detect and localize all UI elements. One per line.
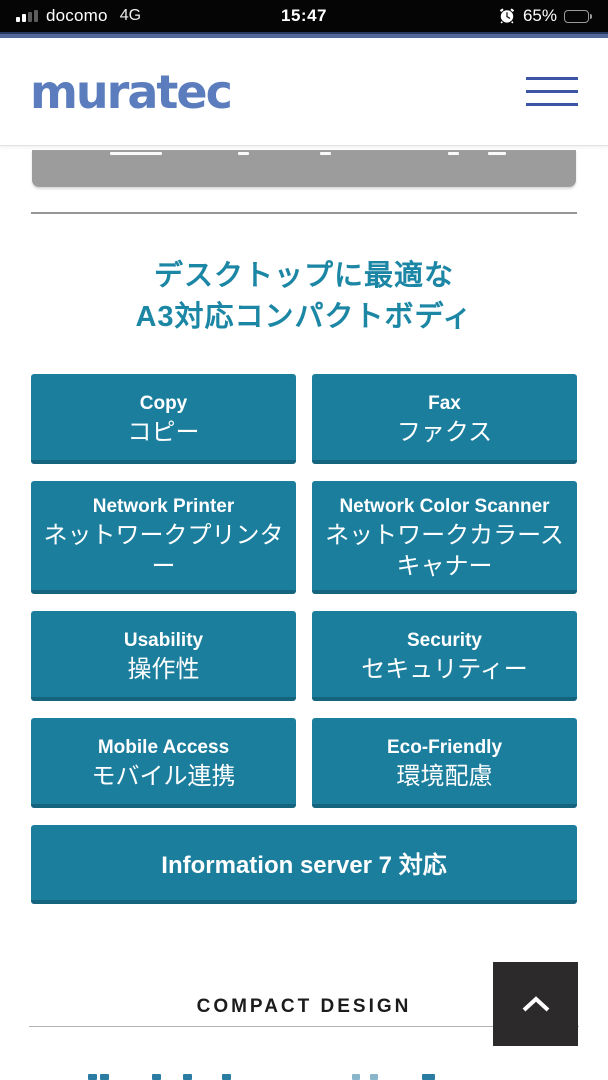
clock-time: 15:47 [281, 6, 327, 25]
section-divider [31, 212, 577, 214]
status-bar: docomo 4G 15:47 65% [0, 0, 608, 32]
feature-label-ja: 操作性 [127, 656, 200, 683]
hamburger-menu-button[interactable] [526, 73, 578, 110]
feature-label-ja: セキュリティー [361, 656, 528, 683]
feature-button-usability[interactable]: Usability 操作性 [31, 611, 296, 701]
feature-label-en: Eco-Friendly [386, 737, 503, 758]
muratec-logo[interactable]: muratec [30, 64, 233, 119]
compact-design-title: COMPACT DESIGN [196, 996, 412, 1017]
hamburger-line [526, 77, 578, 80]
feature-button-fax[interactable]: Fax ファクス [312, 374, 577, 464]
network-type-label: 4G [119, 7, 142, 24]
feature-button-mobile-access[interactable]: Mobile Access モバイル連携 [31, 718, 296, 808]
feature-button-security[interactable]: Security セキュリティー [312, 611, 577, 701]
feature-button-eco-friendly[interactable]: Eco-Friendly 環境配慮 [312, 718, 577, 808]
carrier-label: docomo [46, 6, 108, 25]
clipped-gray-button[interactable] [32, 150, 576, 187]
feature-label-en: Security [407, 630, 482, 651]
clipped-text-fragment [320, 152, 331, 155]
feature-button-network-color-scanner[interactable]: Network Color Scanner ネットワークカラースキャナー [312, 481, 577, 594]
heading-line-2: A3対応コンパクトボディ [135, 301, 473, 333]
clipped-text-fragment [448, 152, 459, 155]
clipped-text-fragment [238, 152, 249, 155]
compact-design-divider [29, 1026, 579, 1027]
feature-label-en: Fax [428, 393, 461, 414]
feature-button-copy[interactable]: Copy コピー [31, 374, 296, 464]
feature-section-heading: デスクトップに最適な A3対応コンパクトボディ [0, 256, 608, 338]
information-server-button[interactable]: Information server 7 対応 [31, 825, 577, 904]
feature-label-ja: ファクス [396, 419, 493, 446]
scroll-to-top-button[interactable] [493, 962, 578, 1046]
feature-button-network-printer[interactable]: Network Printer ネットワークプリンター [31, 481, 296, 594]
feature-label-ja: コピー [127, 419, 200, 446]
status-left-group: docomo 4G [16, 6, 141, 26]
feature-label-ja: モバイル連携 [91, 763, 236, 790]
feature-label-ja: ネットワークプリンター [43, 522, 284, 580]
battery-percent-label: 65% [522, 6, 557, 25]
feature-label-ja: ネットワークカラースキャナー [325, 522, 564, 580]
clipped-next-heading [0, 1072, 608, 1080]
feature-label-ja: 環境配慮 [396, 763, 493, 790]
site-header: muratec [0, 38, 608, 146]
feature-label-en: Mobile Access [97, 737, 230, 758]
chevron-up-icon [519, 994, 553, 1014]
clipped-text-fragment [110, 152, 162, 155]
feature-label-en: Network Printer [92, 496, 235, 517]
heading-line-1: デスクトップに最適な [153, 260, 454, 292]
hamburger-line [526, 103, 578, 106]
feature-button-grid: Copy コピー Fax ファクス Network Printer ネットワーク… [31, 374, 577, 808]
browser-tint-strip [0, 32, 608, 38]
feature-label-en: Usability [123, 630, 204, 651]
status-right-group: 65% [498, 6, 592, 26]
cellular-signal-icon [16, 9, 38, 23]
clipped-text-fragment [488, 152, 506, 155]
hamburger-line [526, 90, 578, 93]
feature-label-en: Network Color Scanner [339, 496, 550, 517]
battery-icon [564, 9, 592, 23]
alarm-clock-icon [498, 8, 516, 24]
feature-label-en: Copy [139, 393, 188, 414]
